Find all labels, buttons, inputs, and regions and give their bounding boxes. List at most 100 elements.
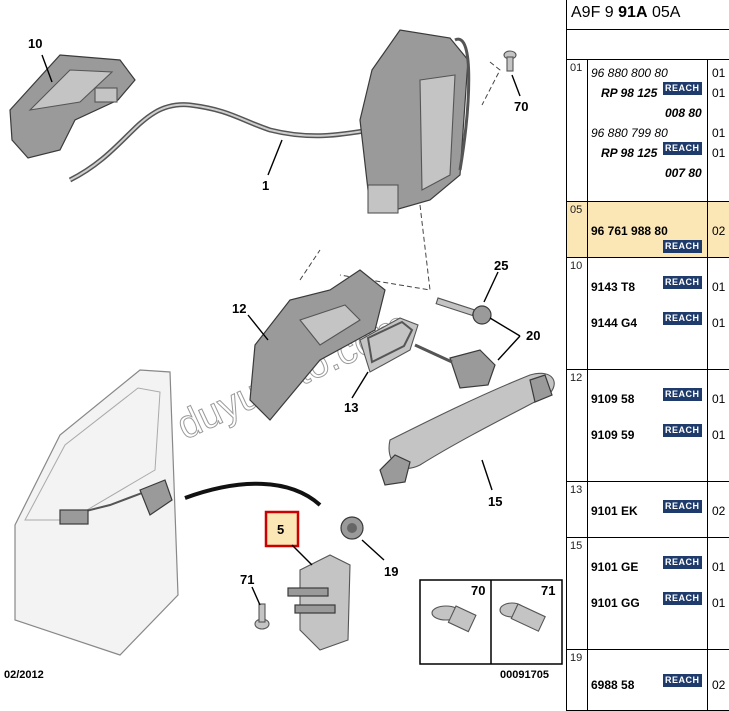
part-number[interactable]: 9109 59 bbox=[591, 428, 635, 442]
inset-screw-70 bbox=[431, 605, 477, 633]
part-71-screw[interactable] bbox=[254, 603, 270, 630]
reach-badge: REACH bbox=[663, 424, 702, 437]
reach-badge: REACH bbox=[663, 500, 702, 513]
part-number[interactable]: 96 880 800 80 bbox=[591, 66, 668, 80]
diagram-date: 02/2012 bbox=[4, 669, 44, 681]
quantity: 02 bbox=[712, 504, 726, 518]
part-number[interactable]: 9144 G4 bbox=[591, 316, 638, 330]
quantity: 01 bbox=[712, 560, 726, 574]
column-divider bbox=[587, 370, 588, 481]
group-number: 15 bbox=[570, 540, 583, 552]
quantity: 01 bbox=[712, 86, 726, 100]
part-number[interactable]: 9143 T8 bbox=[591, 280, 636, 294]
group-number: 10 bbox=[570, 260, 583, 272]
column-divider bbox=[587, 60, 588, 201]
reach-badge: REACH bbox=[663, 674, 702, 687]
part-number[interactable]: 008 80 bbox=[665, 106, 702, 120]
column-divider bbox=[707, 482, 708, 537]
part-number[interactable]: 9109 58 bbox=[591, 392, 635, 406]
quantity: 01 bbox=[712, 280, 726, 294]
code-suffix: 05A bbox=[647, 4, 681, 21]
part-number[interactable]: 9101 GG bbox=[591, 596, 640, 610]
group-number: 13 bbox=[570, 484, 583, 496]
quantity: 01 bbox=[712, 146, 726, 160]
column-divider bbox=[707, 258, 708, 369]
part-70-screw[interactable] bbox=[503, 50, 517, 72]
column-divider bbox=[707, 60, 708, 201]
part-number[interactable]: 96 880 799 80 bbox=[591, 126, 668, 140]
parts-diagram: duyukoto.com 10 1 70 12 13 bbox=[4, 29, 563, 681]
column-divider bbox=[707, 650, 708, 710]
part-12-bracket[interactable] bbox=[249, 269, 386, 421]
inset-label-70: 70 bbox=[471, 583, 485, 598]
label-12: 12 bbox=[232, 301, 246, 316]
group-19[interactable]: 19 6988 58 02 REACH bbox=[567, 650, 729, 711]
lock-mechanism[interactable] bbox=[359, 29, 471, 214]
group-number: 05 bbox=[570, 204, 583, 216]
quantity: 01 bbox=[712, 596, 726, 610]
reach-badge: REACH bbox=[663, 556, 702, 569]
label-19: 19 bbox=[384, 564, 398, 579]
part-20-cylinder[interactable] bbox=[414, 343, 496, 389]
label-70: 70 bbox=[514, 99, 528, 114]
group-number: 12 bbox=[570, 372, 583, 384]
group-number: 01 bbox=[570, 62, 583, 74]
label-1: 1 bbox=[262, 178, 269, 193]
part-19-grommet[interactable] bbox=[340, 516, 364, 540]
quantity: 01 bbox=[712, 66, 726, 80]
part-5-striker[interactable] bbox=[287, 554, 351, 651]
reach-badge: REACH bbox=[663, 312, 702, 325]
fastener-inset: 70 71 bbox=[419, 579, 563, 665]
diagram-ref: 00091705 bbox=[500, 669, 549, 681]
part-number[interactable]: RP 98 125 bbox=[601, 86, 658, 100]
column-divider bbox=[587, 650, 588, 710]
label-25: 25 bbox=[494, 258, 508, 273]
part-number[interactable]: 6988 58 bbox=[591, 678, 635, 692]
group-13[interactable]: 13 9101 EK 02 REACH bbox=[567, 482, 729, 538]
label-5: 5 bbox=[277, 522, 284, 537]
quantity: 02 bbox=[712, 678, 726, 692]
column-divider bbox=[707, 538, 708, 649]
part-number[interactable]: 007 80 bbox=[665, 166, 702, 180]
label-20: 20 bbox=[526, 328, 540, 343]
reach-badge: REACH bbox=[663, 82, 702, 95]
part-25-key[interactable] bbox=[435, 297, 492, 325]
reach-badge: REACH bbox=[663, 142, 702, 155]
column-divider bbox=[707, 202, 708, 257]
reach-badge: REACH bbox=[663, 276, 702, 289]
label-15: 15 bbox=[488, 494, 502, 509]
door-outline bbox=[14, 369, 179, 656]
part-number[interactable]: 9101 EK bbox=[591, 504, 638, 518]
column-divider bbox=[587, 482, 588, 537]
part-number[interactable]: 9101 GE bbox=[591, 560, 639, 574]
table-header-sub bbox=[567, 30, 729, 60]
quantity: 01 bbox=[712, 428, 726, 442]
part-1-cable[interactable] bbox=[68, 102, 371, 183]
column-divider bbox=[707, 370, 708, 481]
reach-badge: REACH bbox=[663, 388, 702, 401]
inset-screw-71 bbox=[499, 602, 546, 632]
part-number[interactable]: RP 98 125 bbox=[601, 146, 658, 160]
part-10-interior-handle[interactable] bbox=[9, 54, 136, 159]
quantity: 02 bbox=[712, 224, 726, 238]
reach-badge: REACH bbox=[663, 240, 702, 253]
label-5-highlight[interactable] bbox=[264, 510, 300, 548]
code-bold: 91A bbox=[618, 4, 648, 21]
label-10: 10 bbox=[28, 36, 42, 51]
group-number: 19 bbox=[570, 652, 583, 664]
column-divider bbox=[587, 538, 588, 649]
part-13-seal[interactable] bbox=[359, 317, 419, 373]
column-divider bbox=[587, 202, 588, 257]
quantity: 01 bbox=[712, 316, 726, 330]
quantity: 01 bbox=[712, 392, 726, 406]
column-divider bbox=[587, 258, 588, 369]
quantity: 01 bbox=[712, 126, 726, 140]
part-15-exterior-handle[interactable] bbox=[379, 372, 555, 486]
part-number[interactable]: 96 761 988 80 bbox=[591, 224, 668, 238]
